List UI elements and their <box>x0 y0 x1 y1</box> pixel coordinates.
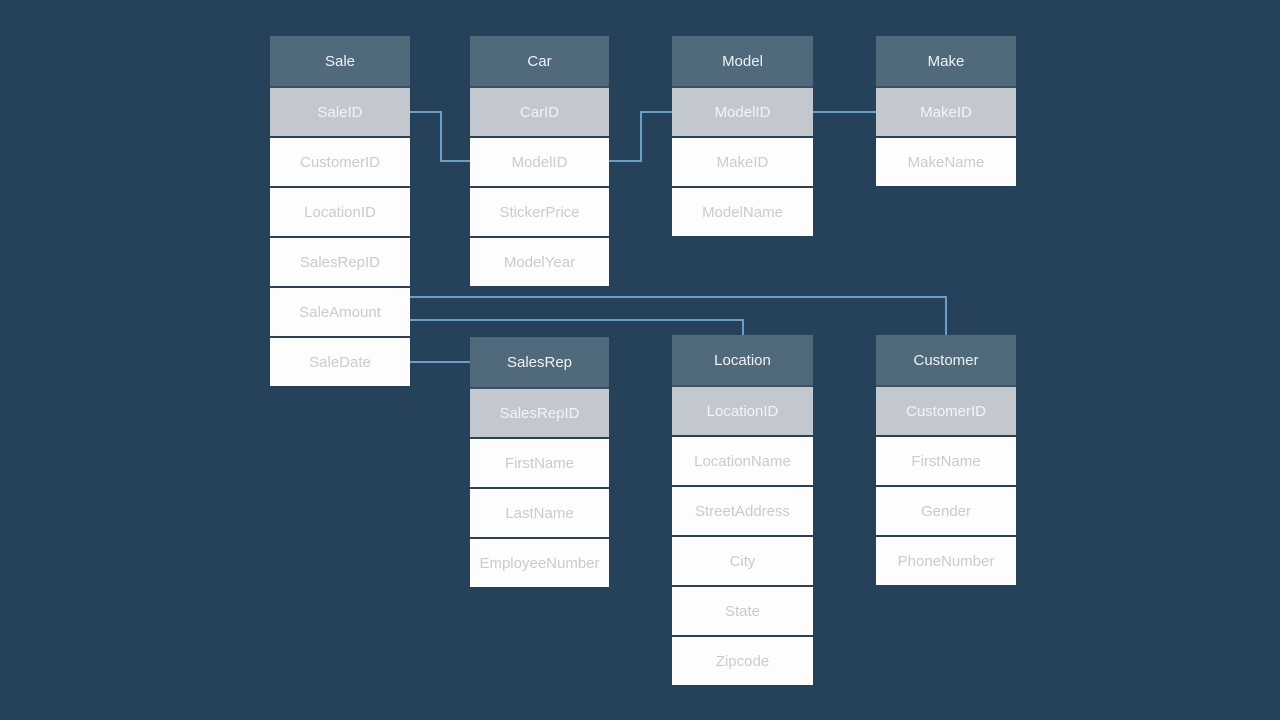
field-row-model-2[interactable]: ModelName <box>672 186 813 236</box>
field-row-location-3[interactable]: City <box>672 535 813 585</box>
field-row-customer-2[interactable]: Gender <box>876 485 1016 535</box>
primary-key-row-make-0[interactable]: MakeID <box>876 86 1016 136</box>
field-row-sale-1[interactable]: CustomerID <box>270 136 410 186</box>
entity-header-model: Model <box>672 36 813 86</box>
field-row-salesrep-1[interactable]: FirstName <box>470 437 609 487</box>
relationship-line-sale-location <box>410 319 744 335</box>
field-row-sale-5[interactable]: SaleDate <box>270 336 410 386</box>
field-row-sale-2[interactable]: LocationID <box>270 186 410 236</box>
primary-key-row-sale-0[interactable]: SaleID <box>270 86 410 136</box>
entity-header-salesrep: SalesRep <box>470 337 609 387</box>
field-row-sale-4[interactable]: SaleAmount <box>270 286 410 336</box>
primary-key-row-location-0[interactable]: LocationID <box>672 385 813 435</box>
field-row-location-4[interactable]: State <box>672 585 813 635</box>
entity-header-car: Car <box>470 36 609 86</box>
primary-key-row-model-0[interactable]: ModelID <box>672 86 813 136</box>
primary-key-row-car-0[interactable]: CarID <box>470 86 609 136</box>
entity-header-make: Make <box>876 36 1016 86</box>
field-row-salesrep-2[interactable]: LastName <box>470 487 609 537</box>
field-row-car-2[interactable]: StickerPrice <box>470 186 609 236</box>
field-row-car-1[interactable]: ModelID <box>470 136 609 186</box>
entity-header-location: Location <box>672 335 813 385</box>
field-row-sale-3[interactable]: SalesRepID <box>270 236 410 286</box>
relationship-line-sale-customer <box>410 296 947 335</box>
entity-header-sale: Sale <box>270 36 410 86</box>
field-row-location-5[interactable]: Zipcode <box>672 635 813 685</box>
field-row-make-1[interactable]: MakeName <box>876 136 1016 186</box>
field-row-model-1[interactable]: MakeID <box>672 136 813 186</box>
field-row-salesrep-3[interactable]: EmployeeNumber <box>470 537 609 587</box>
field-row-customer-3[interactable]: PhoneNumber <box>876 535 1016 585</box>
relationship-line-sale-car <box>410 111 470 162</box>
field-row-car-3[interactable]: ModelYear <box>470 236 609 286</box>
relationship-line-car-model <box>609 111 672 162</box>
field-row-location-2[interactable]: StreetAddress <box>672 485 813 535</box>
field-row-customer-1[interactable]: FirstName <box>876 435 1016 485</box>
field-row-location-1[interactable]: LocationName <box>672 435 813 485</box>
primary-key-row-customer-0[interactable]: CustomerID <box>876 385 1016 435</box>
entity-header-customer: Customer <box>876 335 1016 385</box>
primary-key-row-salesrep-0[interactable]: SalesRepID <box>470 387 609 437</box>
